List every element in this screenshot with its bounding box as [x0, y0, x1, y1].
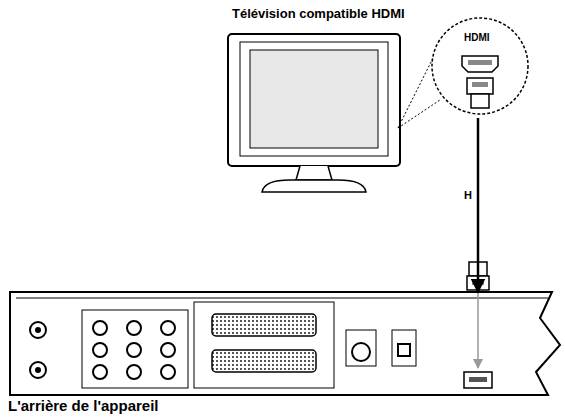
device-back-panel: [10, 292, 560, 395]
cable-label: H: [464, 189, 472, 201]
node-heading: Télévision compatible HDMI: [232, 6, 537, 21]
hdmi-cable: [477, 118, 480, 292]
node-heading: L'arrière de l'appareil: [8, 397, 560, 414]
device-node: L'arrière de l'appareil: [8, 292, 560, 418]
tv-node: Télévision compatible HDMI: [225, 4, 537, 118]
hdmi-callout: [398, 18, 528, 128]
insert-arrow: [477, 293, 479, 368]
tv-set: [228, 34, 400, 192]
connector-label: HDMI: [464, 32, 490, 43]
